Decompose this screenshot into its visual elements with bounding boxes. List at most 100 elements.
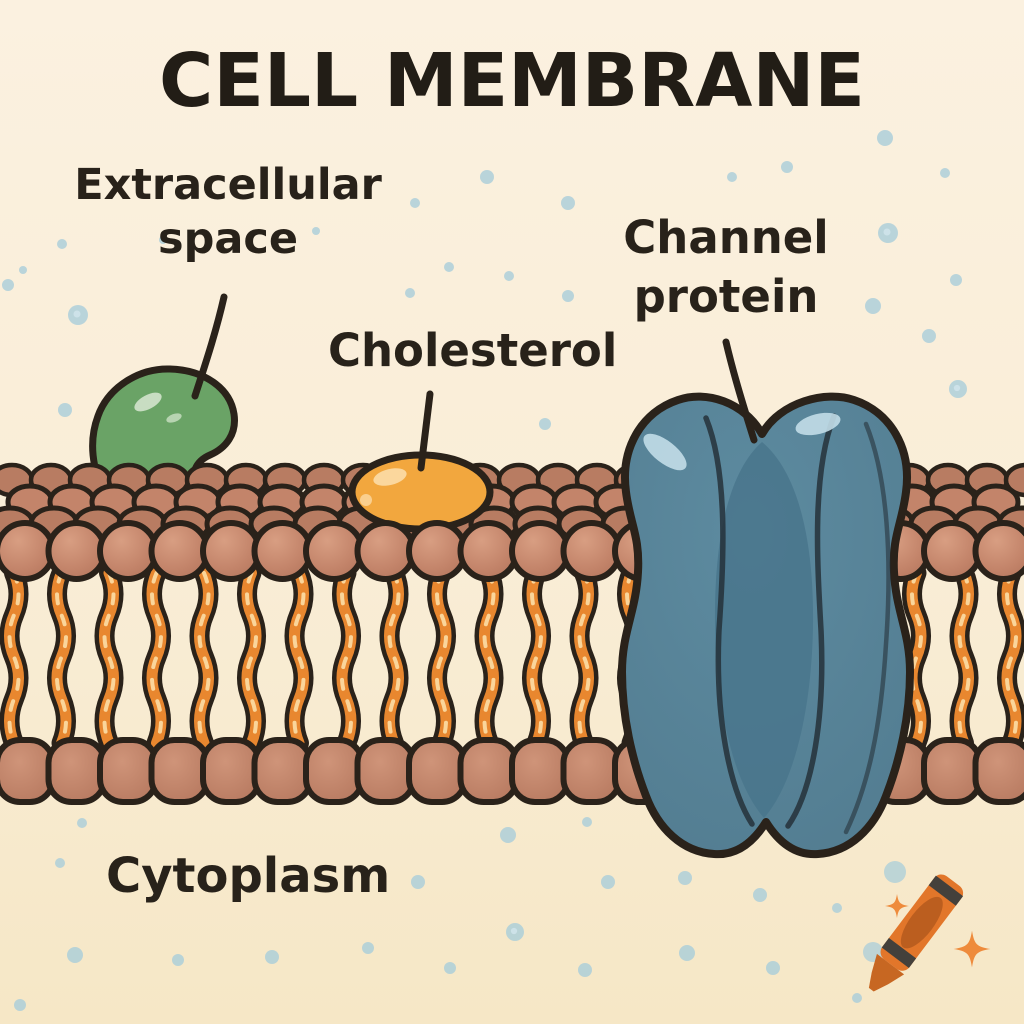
dot (405, 288, 415, 298)
cholesterol-highlight (373, 468, 407, 486)
tail-streak (340, 571, 353, 745)
lipid-head (354, 520, 417, 582)
tail-streak (7, 571, 21, 745)
lipid-head (509, 520, 571, 582)
tail-streak (910, 571, 923, 745)
tail-streak (957, 571, 971, 745)
dot (679, 945, 695, 961)
sparkle-icon (953, 930, 991, 968)
dot (766, 961, 780, 975)
extracellular-dots (2, 130, 967, 1011)
dot (444, 962, 456, 974)
lipid-head (560, 520, 623, 582)
channel-subunit-line (785, 413, 837, 829)
dot (561, 196, 575, 210)
dot (753, 888, 767, 902)
lipid-head (148, 520, 211, 582)
label-cholesterol: Cholesterol (328, 324, 618, 377)
tail-streak (482, 571, 496, 745)
tail-streak (530, 571, 543, 745)
crayon-tip (868, 953, 905, 992)
lipid-head (406, 737, 468, 805)
lipid-head (0, 737, 56, 805)
crayon-stripe (881, 937, 917, 968)
dot (727, 172, 737, 182)
lipid-head (251, 737, 314, 805)
dot (19, 266, 27, 274)
lipid-head (200, 737, 262, 805)
pointer-lines (191, 293, 758, 472)
dot (781, 161, 793, 173)
lipid-head (972, 520, 1024, 582)
green-highlight (134, 392, 162, 412)
tail-streak (55, 571, 68, 745)
dot-center (883, 228, 891, 236)
lipid-head (406, 520, 468, 582)
lipid-head (457, 520, 520, 582)
lipid-head (509, 737, 571, 805)
crayon-stripe (928, 875, 964, 906)
pointer-channel (722, 338, 758, 444)
lipid-head (97, 737, 159, 805)
dot (504, 271, 514, 281)
lipid-head (457, 737, 520, 805)
dot (578, 963, 592, 977)
lipid-head (972, 737, 1024, 805)
lipid-head (148, 737, 211, 805)
tail-streak (197, 571, 211, 745)
tail-streak (245, 571, 258, 745)
lipid-head (45, 737, 108, 805)
tail-streak (577, 571, 591, 745)
dot (77, 818, 87, 828)
dot (172, 954, 184, 966)
sparkle-icon (885, 894, 909, 918)
lipid-head (97, 520, 159, 582)
channel-highlight (643, 433, 687, 471)
dot (444, 262, 454, 272)
lipid-head (303, 737, 365, 805)
lipid-head (560, 737, 623, 805)
crayon-logo (863, 861, 991, 992)
dot-center (73, 310, 81, 318)
dot (500, 827, 516, 843)
dot (865, 298, 881, 314)
tail-streak (1005, 571, 1018, 745)
dot (362, 942, 374, 954)
lipid-head (921, 737, 983, 805)
tail-streak (292, 571, 306, 745)
dot (950, 274, 962, 286)
dot (410, 198, 420, 208)
dot (940, 168, 950, 178)
pointer-cholesterol (417, 390, 434, 472)
tail-streak (387, 571, 401, 745)
crayon-label-oval (900, 896, 943, 949)
label-cytoplasm: Cytoplasm (106, 848, 391, 904)
channel-subunit-line (843, 421, 891, 835)
dot (312, 227, 320, 235)
dot (67, 947, 83, 963)
dot (159, 236, 167, 244)
dot (265, 950, 279, 964)
channel-pore (714, 442, 814, 818)
dot-center (953, 384, 961, 392)
dot (562, 290, 574, 302)
dot (2, 279, 14, 291)
dot (539, 418, 551, 430)
channel-subunit-line (703, 415, 755, 827)
dot (852, 993, 862, 1003)
lipid-head (0, 520, 56, 582)
label-channel-protein: Channel protein (623, 211, 829, 324)
pointer-extracellular (191, 293, 228, 400)
lipid-head (354, 737, 417, 805)
lipid-head (45, 520, 108, 582)
dot (480, 170, 494, 184)
dot (411, 875, 425, 889)
tail-streak (150, 571, 163, 745)
dot (922, 329, 936, 343)
cholesterol-highlight (360, 494, 372, 506)
dot (582, 817, 592, 827)
lipid-head (303, 520, 365, 582)
dot (601, 875, 615, 889)
